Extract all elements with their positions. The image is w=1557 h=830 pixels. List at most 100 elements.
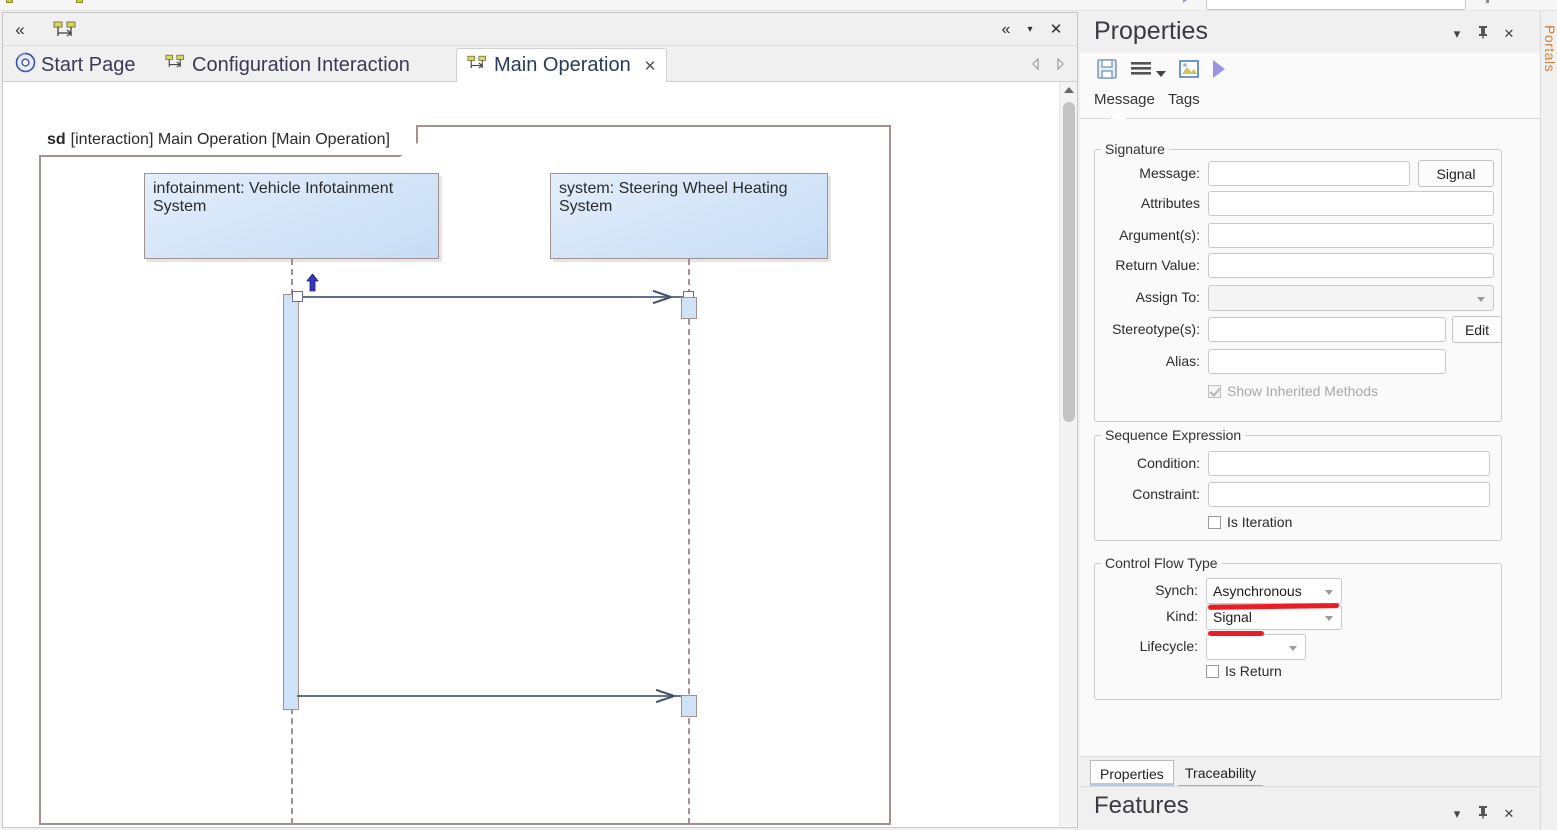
editor-close-button[interactable]: ✕ [1049,21,1063,38]
properties-header: Properties ▾ ✕ [1080,11,1540,53]
tab-start-page[interactable]: Start Page [5,48,146,82]
pin-icon[interactable] [1474,805,1492,823]
scroll-up-icon[interactable] [1064,87,1074,93]
alias-label: Alias: [1165,353,1200,369]
condition-input[interactable] [1208,451,1490,476]
run-play-icon[interactable] [1212,60,1226,83]
is-return-checkbox[interactable]: Is Return [1206,663,1282,679]
tab-tags[interactable]: Tags [1168,91,1200,108]
canvas-vertical-scrollbar[interactable] [1059,82,1077,826]
lifeline-label: infotainment: Vehicle Infotainment Syste… [153,180,394,215]
collapse-panel-icon[interactable]: « [15,20,25,39]
control-flow-type-group: Control Flow Type [1094,555,1502,700]
arguments-input[interactable] [1208,223,1494,248]
edit-button[interactable]: Edit [1452,316,1502,343]
bottom-tab-properties[interactable]: Properties [1090,760,1174,787]
arguments-label: Argument(s): [1119,227,1200,243]
chevron-down-icon [1325,590,1333,595]
selection-up-arrow-icon[interactable] [306,273,319,292]
stereotypes-input[interactable] [1208,317,1446,342]
editor-menu-button[interactable]: ▾ [1027,24,1033,35]
tab-close-icon[interactable]: ✕ [643,57,657,75]
alias-input[interactable] [1208,349,1446,374]
save-icon[interactable] [1096,58,1118,85]
tab-configuration-interaction[interactable]: Configuration Interaction [155,48,420,82]
return-value-input[interactable] [1208,253,1494,278]
start-page-icon [15,52,36,79]
assign-to-label: Assign To: [1135,289,1200,305]
chevron-down-icon[interactable] [1156,65,1166,83]
run-arrow-icon[interactable] [1183,0,1188,3]
editor-titlebar: « « ▾ ✕ [3,13,1077,46]
synch-combo[interactable]: Asynchronous [1206,578,1342,604]
activation-bar-system-2[interactable] [681,695,697,717]
pin-icon[interactable] [1486,0,1489,3]
sequence-diagram-icon [165,53,187,77]
properties-close-button[interactable]: ✕ [1503,26,1515,41]
tab-label: Start Page [41,53,136,76]
attributes-input[interactable] [1208,191,1494,216]
features-close-button[interactable]: ✕ [1503,806,1515,821]
bottom-tab-label: Properties [1100,765,1164,782]
properties-tabstrip: Message Tags [1080,87,1540,119]
signal-button[interactable]: Signal [1418,160,1494,187]
assign-to-combo[interactable] [1208,285,1494,311]
bottom-tab-label: Traceability [1185,765,1257,781]
editor-collapse-button[interactable]: « [1001,21,1011,38]
attributes-label: Attributes [1140,195,1200,211]
dock-bottom-tabstrip: Properties Traceability [1080,756,1540,789]
sequence-diagram-icon [53,20,79,40]
pin-icon[interactable] [1474,25,1492,43]
tab-main-operation[interactable]: Main Operation ✕ [456,48,668,82]
constraint-input[interactable] [1208,482,1490,507]
list-menu-icon[interactable] [1130,61,1152,82]
message-2-line[interactable] [297,695,693,697]
constraint-label: Constraint: [1132,486,1200,502]
image-icon[interactable] [1178,58,1200,85]
return-value-label: Return Value: [1115,257,1200,273]
next-tab-icon[interactable] [1053,56,1067,72]
control-flow-type-legend: Control Flow Type [1105,555,1218,571]
activation-bar-system-1[interactable] [681,297,697,319]
portals-strip: Portals [1540,11,1557,830]
checkbox-label: Is Return [1225,663,1282,679]
annotation-underline-kind [1208,631,1264,636]
activation-bar-infotainment[interactable] [283,294,299,710]
scrollbar-thumb[interactable] [1063,102,1075,422]
message-1-line[interactable] [297,296,690,298]
message-input[interactable] [1208,161,1410,186]
lifecycle-label: Lifecycle: [1139,638,1198,654]
diagram-canvas[interactable]: sd [interaction] Main Operation [Main Op… [3,82,1077,827]
tab-message[interactable]: Message [1094,91,1155,108]
search-box[interactable] [1206,0,1466,10]
features-panel-header: Features ▾ ✕ [1080,786,1540,830]
lifeline-system[interactable]: system: Steering Wheel Heating System [550,173,828,259]
synch-value: Asynchronous [1213,583,1302,599]
properties-toolbar [1080,53,1540,87]
lifeline-infotainment[interactable]: infotainment: Vehicle Infotainment Syste… [144,173,439,259]
checkbox-label: Show Inherited Methods [1227,383,1378,399]
sequence-diagram-icon [467,54,489,78]
checkbox-box [1206,664,1219,678]
signature-group: Signature [1094,141,1502,422]
sd-interaction-frame: sd [interaction] Main Operation [Main Op… [39,125,891,827]
kind-value: Signal [1213,609,1252,625]
editor-region: « « ▾ ✕ [0,11,1080,830]
sequence-expression-group: Sequence Expression [1094,427,1502,541]
show-inherited-methods-checkbox[interactable]: Show Inherited Methods [1208,383,1378,399]
editor-tabstrip: Start Page Configuration Interact [3,46,1077,82]
top-toolbar-strip [0,0,1557,11]
is-iteration-checkbox[interactable]: Is Iteration [1208,514,1292,530]
properties-menu-button[interactable]: ▾ [1453,26,1461,41]
bottom-tab-traceability[interactable]: Traceability [1176,760,1265,789]
message-1-source-handle[interactable] [292,291,303,302]
portals-label[interactable]: Portals [1542,25,1557,73]
condition-label: Condition: [1136,455,1200,471]
features-menu-button[interactable]: ▾ [1453,806,1461,821]
kind-label: Kind: [1166,608,1198,624]
toolbar-icon-2[interactable] [76,0,83,3]
lifecycle-combo[interactable] [1206,634,1306,660]
toolbar-icon-1[interactable] [6,0,13,3]
prev-tab-icon[interactable] [1029,56,1043,72]
